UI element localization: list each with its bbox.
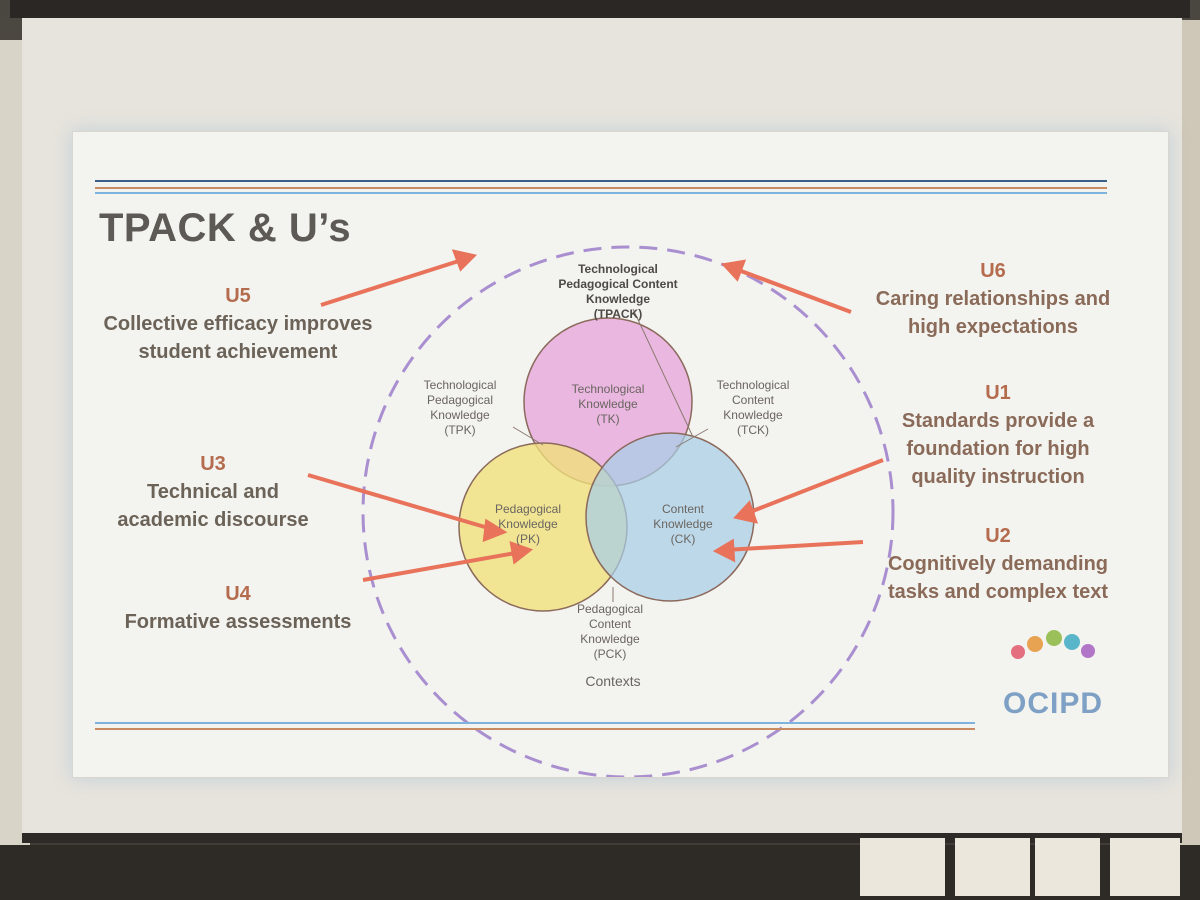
slide-title: TPACK & U’s: [99, 206, 352, 250]
tpack-leader: [632, 308, 694, 438]
projector-screen-roller: [10, 0, 1190, 18]
tpack-diagram: [307, 245, 1095, 777]
u4-block: U4 Formative assessments: [98, 580, 378, 636]
bell-schedule-card: [860, 838, 945, 896]
tk-label: Technological Knowledge (TK): [571, 382, 645, 426]
ck-label: Content Knowledge (CK): [653, 502, 713, 546]
arrows: [307, 249, 884, 582]
u5-text: Collective efficacy improves student ach…: [103, 313, 373, 363]
arrow-u3: [307, 473, 496, 532]
pck-label: Pedagogical Content Knowledge (PCK): [576, 602, 644, 661]
top-rule: [95, 180, 1107, 182]
bell-schedule-card: [955, 838, 1030, 896]
tpack-label: Technological Pedagogical Content Knowle…: [558, 262, 678, 321]
top-rule: [95, 192, 1107, 194]
u2-text: Cognitively demanding tasks and complex …: [887, 553, 1109, 603]
u1-id: U1: [985, 382, 1011, 404]
arrow-u5: [320, 257, 466, 307]
u3-text: Technical and academic discourse: [117, 481, 309, 531]
top-rule: [95, 187, 1107, 189]
arrow-u5-head: [451, 249, 477, 272]
bell-schedule-card: [1035, 838, 1100, 896]
arrow-u4: [362, 550, 522, 582]
u4-text: Formative assessments: [124, 611, 352, 633]
u1-block: U1 Standards provide a foundation for hi…: [873, 379, 1123, 491]
arrow-u3-head: [482, 518, 508, 543]
bell-schedule-card: [1110, 838, 1180, 896]
u5-id: U5: [225, 285, 251, 307]
ocipd-logo: OCIPD: [1003, 687, 1104, 720]
slide: TPACK & U’s: [72, 131, 1169, 778]
arrow-u1: [744, 458, 884, 516]
tck-leader: [675, 428, 709, 448]
bottom-rule: [95, 722, 975, 724]
u2-block: U2 Cognitively demanding tasks and compl…: [873, 522, 1123, 606]
u6-block: U6 Caring relationships and high expecta…: [863, 257, 1123, 341]
u6-id: U6: [980, 260, 1006, 282]
arrow-u6-head: [721, 259, 747, 282]
u5-block: U5 Collective efficacy improves student …: [73, 282, 403, 366]
u1-text: Standards provide a foundation for high …: [901, 410, 1095, 488]
arrow-u4-head: [509, 540, 534, 565]
bottom-rule: [95, 728, 975, 730]
projector-screen: TPACK & U’s: [22, 18, 1182, 843]
u4-id: U4: [225, 583, 251, 605]
tpk-leader: [512, 426, 544, 446]
pk-label: Pedagogical Knowledge (PK): [494, 502, 562, 546]
u3-id: U3: [200, 453, 226, 475]
contexts-circle: [361, 245, 895, 777]
arrow-u2-head: [712, 538, 736, 563]
arrow-u1-head: [733, 500, 759, 524]
tpk-label: Technological Pedagogical Knowledge (TPK…: [423, 378, 497, 437]
u2-id: U2: [985, 525, 1011, 547]
arrow-u2: [724, 540, 864, 552]
u3-block: U3 Technical and academic discourse: [113, 450, 313, 534]
tck-label: Technological Content Knowledge (TCK): [716, 378, 790, 437]
contexts-label: Contexts: [585, 673, 641, 689]
ocipd-logo-figures: [1011, 630, 1095, 659]
arrow-u6: [732, 266, 852, 314]
u6-text: Caring relationships and high expectatio…: [875, 288, 1111, 338]
